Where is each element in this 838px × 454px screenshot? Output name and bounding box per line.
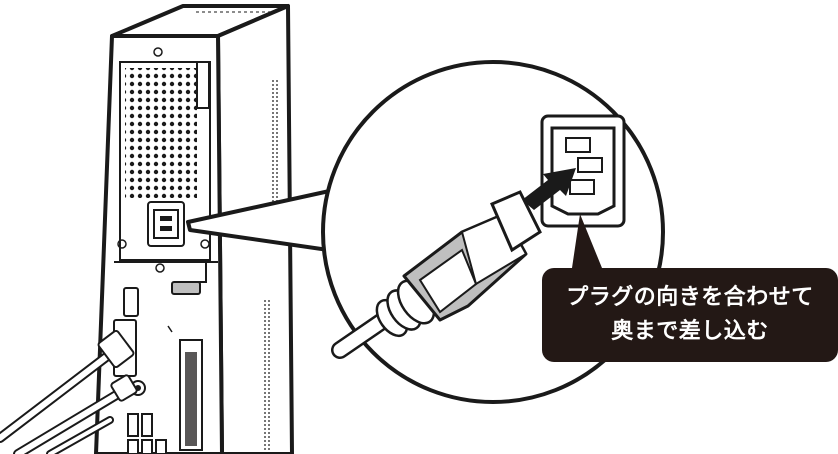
callout-label: プラグの向きを合わせて 奥まで差し込む <box>542 268 838 362</box>
power-inlet-icon <box>542 116 624 226</box>
callout-line-2: 奥まで差し込む <box>611 315 769 349</box>
callout-line-1: プラグの向きを合わせて <box>566 281 814 315</box>
pc-power-inlet <box>148 202 184 246</box>
